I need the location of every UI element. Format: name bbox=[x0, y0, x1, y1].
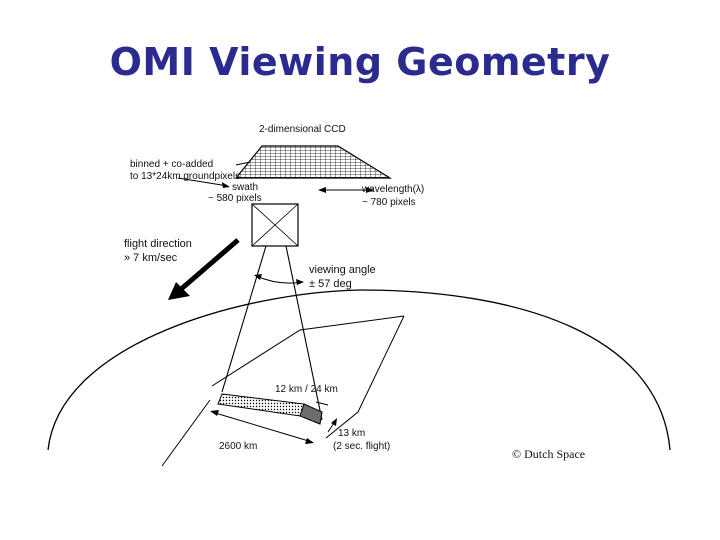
wavelength-label-line1: wavelength(λ) bbox=[362, 184, 425, 195]
viewing-angle-label-line2: ± 57 deg bbox=[309, 278, 352, 290]
flight-direction-label-line2: » 7 km/sec bbox=[124, 252, 178, 264]
page-title: OMI Viewing Geometry bbox=[109, 40, 611, 84]
viewing-angle-arc bbox=[254, 274, 304, 285]
ccd-grid bbox=[234, 145, 393, 179]
swath-width-arrow bbox=[210, 410, 314, 444]
ccd-label: 2-dimensional CCD bbox=[259, 124, 346, 135]
binned-pointer bbox=[235, 161, 251, 166]
ground-footprint bbox=[217, 393, 323, 425]
earth-outline bbox=[47, 289, 671, 451]
swath-band bbox=[161, 315, 405, 467]
swath-label-line2: ~ 580 pixels bbox=[208, 193, 262, 204]
swath-dimension-line bbox=[177, 177, 229, 187]
telescope-box bbox=[251, 203, 299, 247]
along-track-label-line2: (2 sec. flight) bbox=[333, 441, 391, 452]
swath-label-line1: swath bbox=[232, 182, 259, 193]
wavelength-label-line2: ~ 780 pixels bbox=[362, 197, 416, 208]
along-track-label-line1: 13 km bbox=[338, 428, 366, 439]
binned-label-line2: to 13*24km groundpixels bbox=[130, 171, 241, 182]
viewing-cone bbox=[221, 245, 323, 421]
binned-label-line1: binned + co-added bbox=[130, 159, 214, 170]
flight-direction-arrow bbox=[168, 238, 240, 300]
copyright-label: © Dutch Space bbox=[512, 447, 586, 461]
swath-width-label: 2600 km bbox=[219, 441, 258, 452]
flight-direction-label-line1: flight direction bbox=[124, 238, 192, 250]
along-track-arrow bbox=[327, 418, 337, 433]
pixel-size-label: 12 km / 24 km bbox=[275, 384, 338, 395]
pixel-size-pointer bbox=[315, 401, 329, 406]
viewing-angle-label-line1: viewing angle bbox=[309, 264, 376, 276]
